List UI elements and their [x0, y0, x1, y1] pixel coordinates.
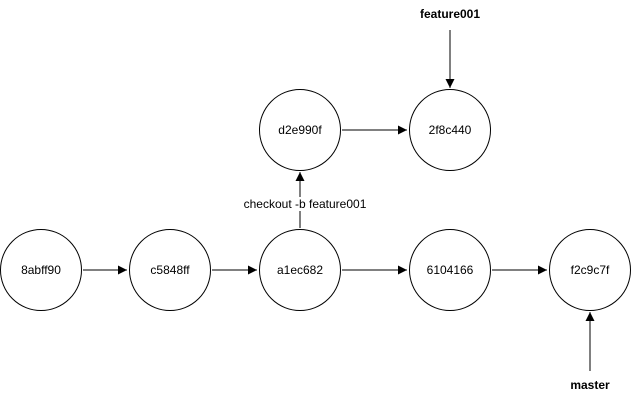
- commit-label: 2f8c440: [428, 123, 472, 137]
- commit-node-2f8c440: 2f8c440: [409, 89, 491, 171]
- branch-label-master: master: [570, 378, 610, 392]
- commit-label: f2c9c7f: [570, 263, 610, 277]
- checkout-edge-label: checkout -b feature001: [241, 197, 369, 211]
- commit-node-d2e990f: d2e990f: [259, 89, 341, 171]
- commit-node-f2c9c7f: f2c9c7f: [549, 229, 631, 311]
- commit-node-6104166: 6104166: [409, 229, 491, 311]
- commit-label: c5848ff: [150, 263, 190, 277]
- commit-label: a1ec682: [276, 263, 324, 277]
- commit-node-8abff90: 8abff90: [0, 229, 82, 311]
- commit-label: 8abff90: [21, 263, 61, 277]
- branch-label-feature001: feature001: [419, 7, 481, 21]
- commit-node-a1ec682: a1ec682: [259, 229, 341, 311]
- commit-label: d2e990f: [278, 123, 322, 137]
- commit-node-c5848ff: c5848ff: [129, 229, 211, 311]
- commit-label: 6104166: [426, 263, 474, 277]
